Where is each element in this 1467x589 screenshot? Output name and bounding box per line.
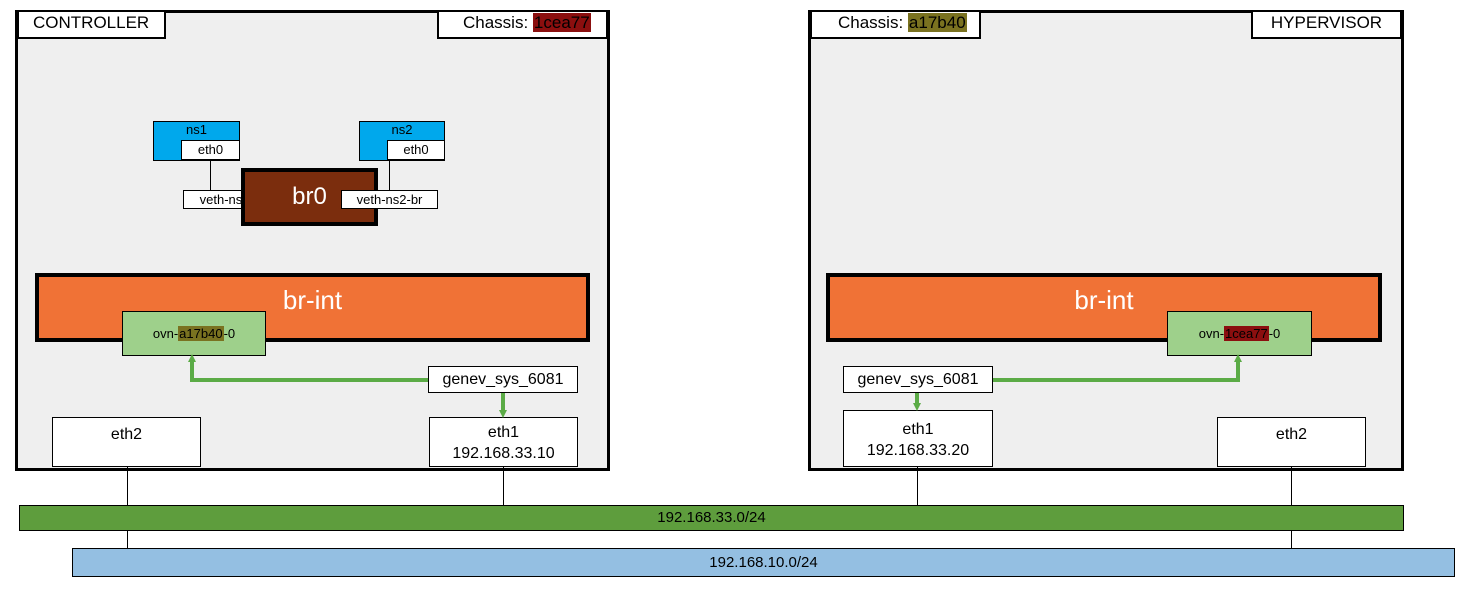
hypervisor-eth1-drop <box>917 467 918 505</box>
network-192-168-10: 192.168.10.0/24 <box>72 548 1455 577</box>
chassis-label: Chassis: <box>463 13 533 32</box>
controller-title: CONTROLLER <box>17 10 166 39</box>
hypervisor-title: HYPERVISOR <box>1251 10 1402 39</box>
ovn-suffix: -0 <box>1268 326 1281 341</box>
controller-host <box>15 10 610 471</box>
eth1-name: eth1 <box>487 424 520 441</box>
ns1-label: ns1 <box>186 122 207 137</box>
ovn-prefix: ovn- <box>152 326 179 341</box>
ovn-remote-chassis-id: 1cea77 <box>1224 326 1269 341</box>
ns1-link <box>210 160 211 191</box>
controller-tunnel-arrow <box>188 354 428 382</box>
ns2-label: ns2 <box>391 122 413 137</box>
controller-chassis-tag: Chassis: 1cea77 <box>437 10 608 39</box>
hypervisor-eth2: eth2 <box>1217 417 1366 467</box>
hypervisor-host <box>808 10 1404 471</box>
hypervisor-chassis-tag: Chassis: a17b40 <box>810 10 981 39</box>
hypervisor-ovn-port: ovn-1cea77-0 <box>1167 311 1312 356</box>
eth1-ip: 192.168.33.20 <box>866 442 970 459</box>
hypervisor-tunnel-arrow <box>993 354 1242 382</box>
ovn-suffix: -0 <box>223 326 236 341</box>
eth1-ip: 192.168.33.10 <box>452 445 555 462</box>
br0-bridge: br0 <box>241 168 378 226</box>
network-192-168-33: 192.168.33.0/24 <box>19 505 1404 531</box>
ns2-eth0: eth0 <box>387 140 445 160</box>
eth1-name: eth1 <box>902 421 934 438</box>
ovn-remote-chassis-id: a17b40 <box>178 326 224 341</box>
chassis-label: Chassis: <box>838 13 908 32</box>
controller-eth1-drop <box>503 467 504 505</box>
veth-ns2-br: veth-ns2-br <box>341 190 438 209</box>
ovn-prefix: ovn- <box>1198 326 1225 341</box>
ns2-link <box>389 160 390 191</box>
chassis-id: a17b40 <box>907 13 967 32</box>
controller-geneve: genev_sys_6081 <box>428 366 578 393</box>
chassis-id: 1cea77 <box>532 13 591 32</box>
controller-ovn-port: ovn-a17b40-0 <box>122 311 266 356</box>
controller-eth2: eth2 <box>52 417 201 467</box>
ns1-eth0: eth0 <box>181 140 240 160</box>
controller-eth1: eth1 192.168.33.10 <box>429 417 578 467</box>
hypervisor-geneve: genev_sys_6081 <box>843 366 993 393</box>
